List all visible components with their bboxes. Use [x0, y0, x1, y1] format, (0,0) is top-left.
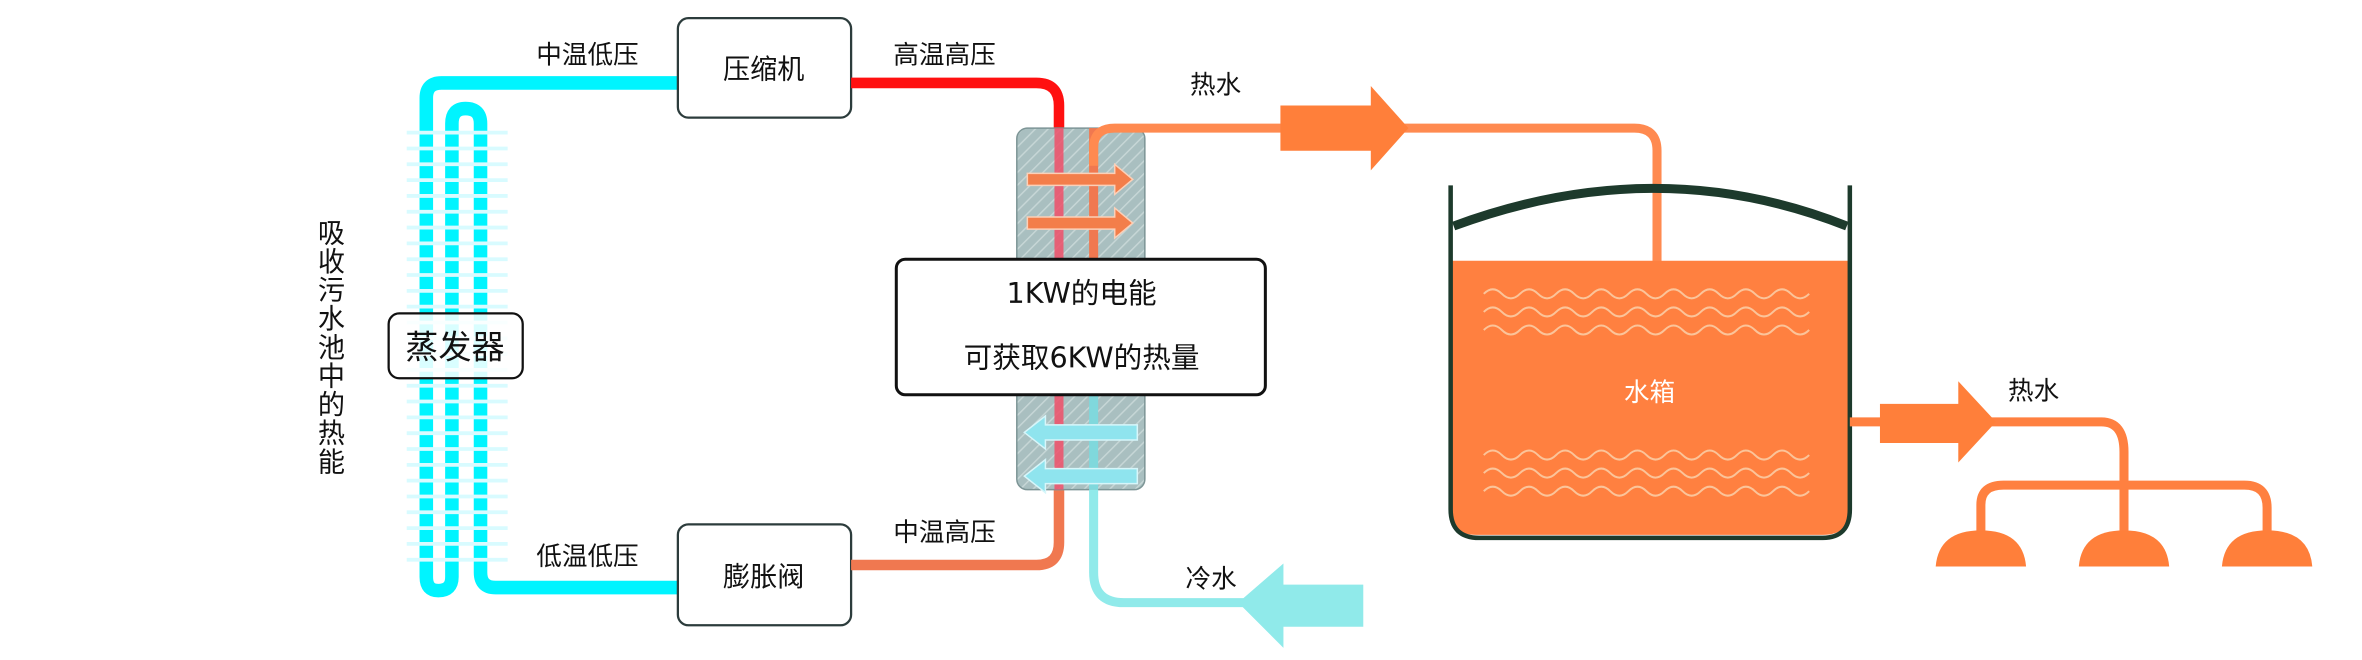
wave: [1483, 288, 1810, 300]
label-mid-temp-low-pressure: 中温低压: [536, 40, 638, 70]
evaporator: 蒸发器: [387, 312, 524, 380]
tank-lid: [1452, 183, 1849, 231]
cold-water-return: [1089, 489, 1364, 648]
shower-head-icon: [2078, 530, 2170, 567]
wave: [1483, 467, 1810, 479]
cold-arrow-left-icon: [1023, 414, 1139, 495]
evaporator-label: 蒸发器: [405, 328, 504, 367]
hot-water-arrow-icon: [1280, 85, 1409, 171]
wave: [1483, 306, 1810, 318]
label-low-temp-low-pressure: 低温低压: [536, 542, 638, 572]
water-waves: [1483, 288, 1810, 497]
hot-water-supply: [1089, 85, 1662, 264]
shower-head-icon: [2221, 530, 2313, 567]
tank-label: 水箱: [1624, 378, 1675, 408]
info-line-1: 1KW的电能: [1007, 276, 1157, 310]
label-mid-temp-high-pressure: 中温高压: [893, 518, 995, 548]
info-line-2: 可获取6KW的热量: [964, 341, 1200, 375]
hot-water-out-arrow-icon: [1879, 381, 1996, 463]
wave: [1483, 449, 1810, 461]
wave: [1483, 485, 1810, 497]
refrigerant-pipe-high: [851, 77, 1065, 264]
heat-arrow-right-icon: [1026, 162, 1134, 240]
label-high-temp-high-pressure: 高温高压: [893, 40, 995, 70]
expansion-valve: 膨胀阀: [676, 523, 853, 627]
cold-water-arrow-icon: [1238, 563, 1364, 648]
expansion-valve-label: 膨胀阀: [723, 562, 804, 593]
wave: [1483, 324, 1810, 336]
compressor: 压缩机: [676, 17, 853, 119]
compressor-label: 压缩机: [723, 54, 804, 85]
water-tank: 水箱: [1448, 183, 1853, 541]
label-absorb-heat: 吸收污水池中的热能: [313, 219, 344, 477]
label-hot-water-out: 热水: [2008, 376, 2059, 406]
refrigerant-pipe-mid: [851, 394, 1065, 571]
label-hot-water-top: 热水: [1190, 70, 1241, 100]
shower-head-icon: [1935, 530, 2027, 567]
label-cold-water: 冷水: [1186, 565, 1237, 595]
efficiency-info-box: 1KW的电能 可获取6KW的热量: [894, 257, 1267, 397]
hot-water-outlet: 热水: [1849, 376, 2313, 567]
